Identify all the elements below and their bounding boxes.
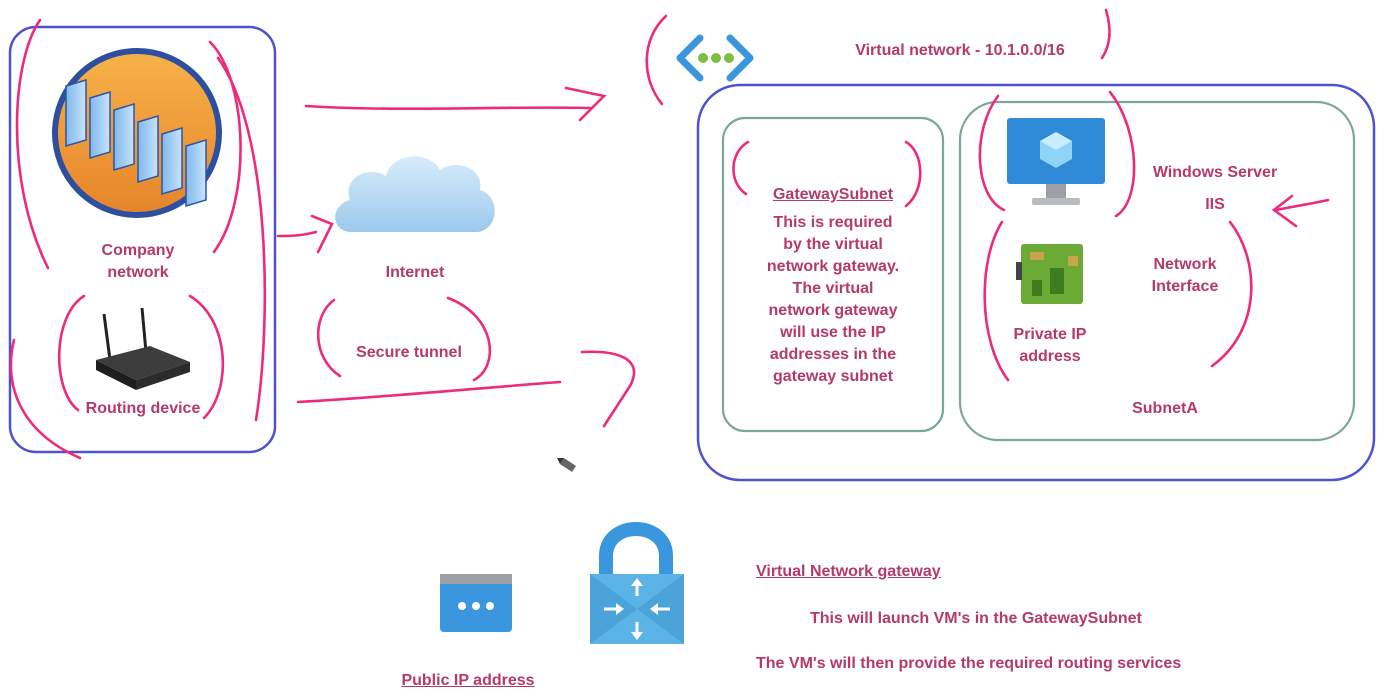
virtual-machine-icon xyxy=(1007,118,1105,205)
internet-label: Internet xyxy=(385,264,445,281)
network-interface-label: Network Interface xyxy=(1151,256,1219,295)
gateway-subnet-description: This is required by the virtual network … xyxy=(766,214,900,385)
iis-label: IIS xyxy=(1205,196,1225,213)
public-ip-icon xyxy=(440,574,512,632)
annotation-strokes xyxy=(9,8,1330,460)
virtual-network-title: Virtual network - 10.1.0.0/16 xyxy=(855,42,1065,59)
routing-device-label: Routing device xyxy=(85,400,201,417)
pen-cursor-icon xyxy=(557,458,576,472)
public-ip-label: Public IP address xyxy=(401,672,535,689)
cloud-icon xyxy=(335,156,495,232)
router-icon xyxy=(96,307,190,390)
gateway-subnet-title: GatewaySubnet xyxy=(772,186,894,203)
subnet-a-box xyxy=(958,100,1356,442)
gateway-lock-icon xyxy=(590,522,684,644)
gateway-subnet-box xyxy=(721,116,945,433)
virtual-network-icon xyxy=(676,34,754,82)
windows-server-label: Windows Server xyxy=(1152,164,1278,181)
subnet-a-label: SubnetA xyxy=(1132,400,1198,417)
gateway-legend-title: Virtual Network gateway xyxy=(756,563,941,580)
network-interface-icon xyxy=(1016,244,1083,304)
company-network-box xyxy=(8,25,277,454)
virtual-network-box xyxy=(696,83,1376,482)
private-ip-label: Private IP address xyxy=(1013,326,1087,365)
gateway-legend-line2: The VM's will then provide the required … xyxy=(756,655,1182,672)
secure-tunnel-label: Secure tunnel xyxy=(356,344,462,361)
company-network-label: Company network xyxy=(101,242,175,281)
company-network-icon xyxy=(52,48,222,218)
gateway-legend-line1: This will launch VM's in the GatewaySubn… xyxy=(810,610,1142,627)
